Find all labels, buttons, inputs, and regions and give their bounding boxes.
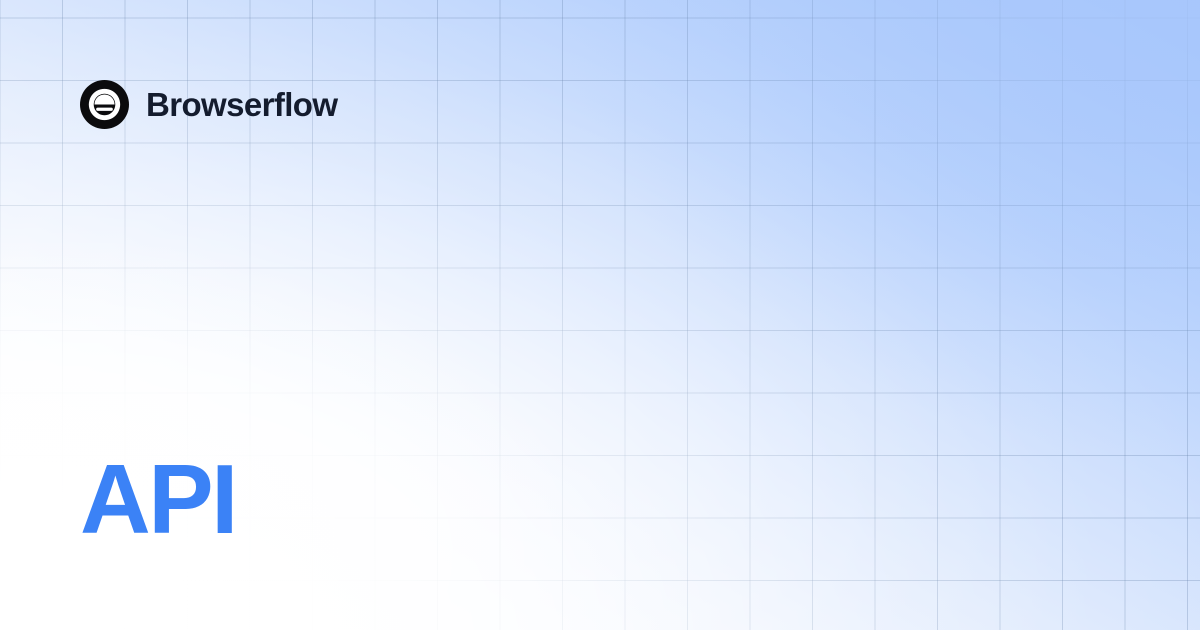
brand-name: Browserflow: [146, 86, 338, 123]
browserflow-logo-icon: [80, 80, 129, 129]
brand-lockup: Browserflow: [80, 80, 338, 129]
page-title: API: [80, 444, 238, 554]
